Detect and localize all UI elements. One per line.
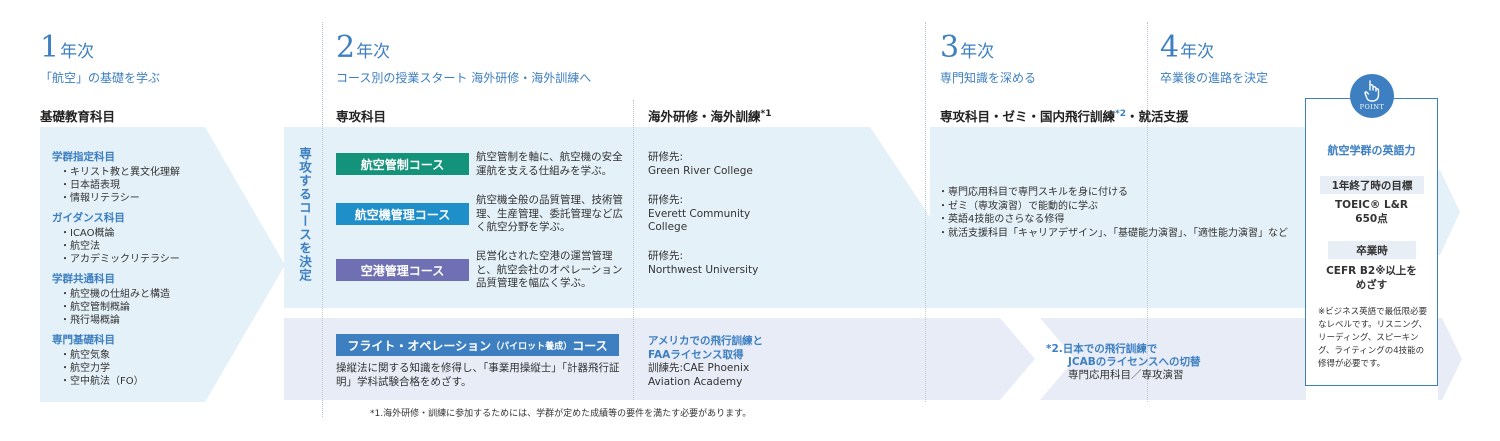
goal-value: TOEIC® L&R 650点 [1306,198,1437,226]
point-badge-label: POINT [1359,103,1385,111]
domestic-flight-note: *2.日本での飛行訓練で JCABのライセンスへの切替 専門応用科目／専攻演習 [1046,343,1201,382]
point-note: ※ビジネス英語で最低限必要なレベルです。リスニング、リーディング、スピーキング、… [1318,307,1428,369]
grad-value-line1: CEFR B2※以上を [1326,265,1417,277]
goal-value-line1: TOEIC® L&R [1335,199,1408,211]
year-subtitle: 「航空」の基礎を学ぶ [40,71,161,85]
list-item: ・就活支援科目「キャリアデザイン」、「基礎能力演習」、「適性能力演習」など [938,227,1288,239]
year-suffix: 年次 [356,42,391,62]
english-point-box: 航空学群の英語力 1年終了時の目標 TOEIC® L&R 650点 卒業時 CE… [1305,98,1438,386]
year-number: 2 [336,30,356,65]
list-item: ・英語4技能のさらなる修得 [938,214,1065,225]
flight-course-tail: コース [572,338,608,353]
goal-value-line2: 650点 [1355,213,1388,225]
year34-heading-text: 専攻科目・ゼミ・国内飛行訓練 [940,109,1116,124]
year1-section-heading: 基礎教育科目 [40,109,116,124]
list-item: ・ゼミ（専攻演習）で能動的に学ぶ [938,200,1098,212]
year-suffix: 年次 [60,42,95,62]
pointing-hand-icon [1364,80,1380,102]
note-line-1: *2.日本での飛行訓練で [1046,343,1158,355]
training-destination: 研修先: Green River College [648,151,753,178]
list-item: ・ICAO概論 [60,228,115,239]
list-item: ・航空管制概論 [60,302,130,313]
destination-label: 研修先: [648,151,684,163]
course-airport-mgmt-button[interactable]: 空港管理コース [336,259,469,281]
year1-subject-list: 学群指定科目 ・キリスト教と異文化理解 ・日本語表現 ・情報リテラシー ガイダン… [52,149,180,388]
point-title: 航空学群の英語力 [1327,144,1416,157]
divider-major-abroad [633,100,634,400]
destination-label: 研修先: [648,194,684,206]
flight-training-title: アメリカでの飛行訓練とFAAライセンス取得 [648,335,763,361]
point-arrow-band [1438,170,1460,255]
goal-label: 1年終了時の目標 [1320,176,1424,194]
footnote: *1.海外研修・訓練に参加するためには、学群が定めた成績等の要件を満たす必要があ… [370,409,752,419]
course-aircraft-mgmt-button[interactable]: 航空機管理コース [336,203,469,225]
year1-arrow-band [40,127,285,402]
list-item: ・空中航法（FO） [60,376,144,387]
destination-name: Everett Community College [648,207,751,234]
major-subjects-heading: 専攻科目 [336,109,387,124]
course-description: 航空管制を軸に、航空機の安全運航を支える仕組みを学ぶ。 [476,151,623,177]
year-suffix: 年次 [960,42,995,62]
list-item: ・航空機の仕組みと構造 [60,289,170,300]
abroad-training-heading: 海外研修・海外訓練*1 [648,106,771,125]
year34-heading-tail: ・就活支援 [1125,109,1189,124]
flight-course-label: フライト・オペレーション [347,338,492,353]
divider-year2-3 [925,22,926,402]
course-description: 民営化された空港の運営管理と、航空会社のオペレーション品質管理を幅広く学ぶ。 [476,250,623,289]
course-flight-ops-button[interactable]: フライト・オペレーション（パイロット養成）コース [336,334,619,356]
year34-section-heading: 専攻科目・ゼミ・国内飛行訓練*2・就活支援 [940,106,1189,125]
note-line-3: 専門応用科目／専攻演習 [1068,369,1184,381]
year-number: 4 [1160,30,1180,65]
list-item: ・飛行場概論 [60,315,120,326]
flight-band-right [1040,318,1306,400]
list-item: ・航空法 [60,241,100,252]
course-decision-label: 専攻するコースを決定 [297,147,312,282]
destination-name: Northwest University [648,263,759,276]
list-item: ・情報リテラシー [60,193,140,204]
list-item: ・アカデミックリテラシー [60,254,180,265]
flight-band-tail [1438,318,1462,400]
training-destination: 研修先: Northwest University [648,250,758,277]
divider-year1-2 [322,22,323,417]
list-item: ・航空力学 [60,363,110,374]
year-subtitle: 卒業後の進路を決定 [1160,71,1269,85]
abroad-heading-text: 海外研修・海外訓練 [648,109,761,124]
course-description: 航空機全般の品質管理、技術管理、生産管理、委託管理など広く航空分野を学ぶ。 [476,194,623,233]
destination-name: Green River College [648,164,753,177]
grad-value: CEFR B2※以上を めざす [1306,264,1437,292]
list-item: ・日本語表現 [60,180,120,191]
note-line-2: JCABのライセンスへの切替 [1068,356,1201,368]
year-subtitle: コース別の授業スタート 海外研修・海外訓練へ [336,71,592,85]
course-atc-button[interactable]: 航空管制コース [336,153,469,175]
group-title: ガイダンス科目 [52,212,125,224]
flight-course-description: 操縦法に関する知識を修得し、「事業用操縦士」「計器飛行証明」学科試験合格をめざす… [336,362,620,388]
group-title: 学群共通科目 [52,273,115,285]
flight-course-paren: （パイロット養成） [491,341,573,352]
list-item: ・航空気象 [60,350,110,361]
group-title: 専門基礎科目 [52,334,115,346]
year-subtitle: 専門知識を深める [940,71,1037,85]
training-destination: 研修先: Everett Community College [648,194,768,235]
year34-heading-note-mark: *2 [1115,108,1126,119]
list-item: ・専門応用科目で専門スキルを身に付ける [938,187,1128,198]
divider-year3-4 [1147,22,1148,402]
abroad-heading-note-mark: *1 [760,108,772,119]
list-item: ・キリスト教と異文化理解 [60,167,180,178]
grad-value-line2: めざす [1355,279,1388,291]
group-title: 学群指定科目 [52,151,115,163]
year-number: 1 [40,30,60,65]
year-suffix: 年次 [1180,42,1215,62]
grad-label: 卒業時 [1328,241,1416,259]
destination-label: 研修先: [648,250,684,262]
year34-list: ・専門応用科目で専門スキルを身に付ける ・ゼミ（専攻演習）で能動的に学ぶ ・英語… [938,186,1288,240]
year34-upper-band [870,127,1306,308]
point-badge: POINT [1350,74,1394,118]
year-number: 3 [940,30,960,65]
flight-training-destination: 訓練先:CAE Phoenix Aviation Academy [648,362,750,388]
